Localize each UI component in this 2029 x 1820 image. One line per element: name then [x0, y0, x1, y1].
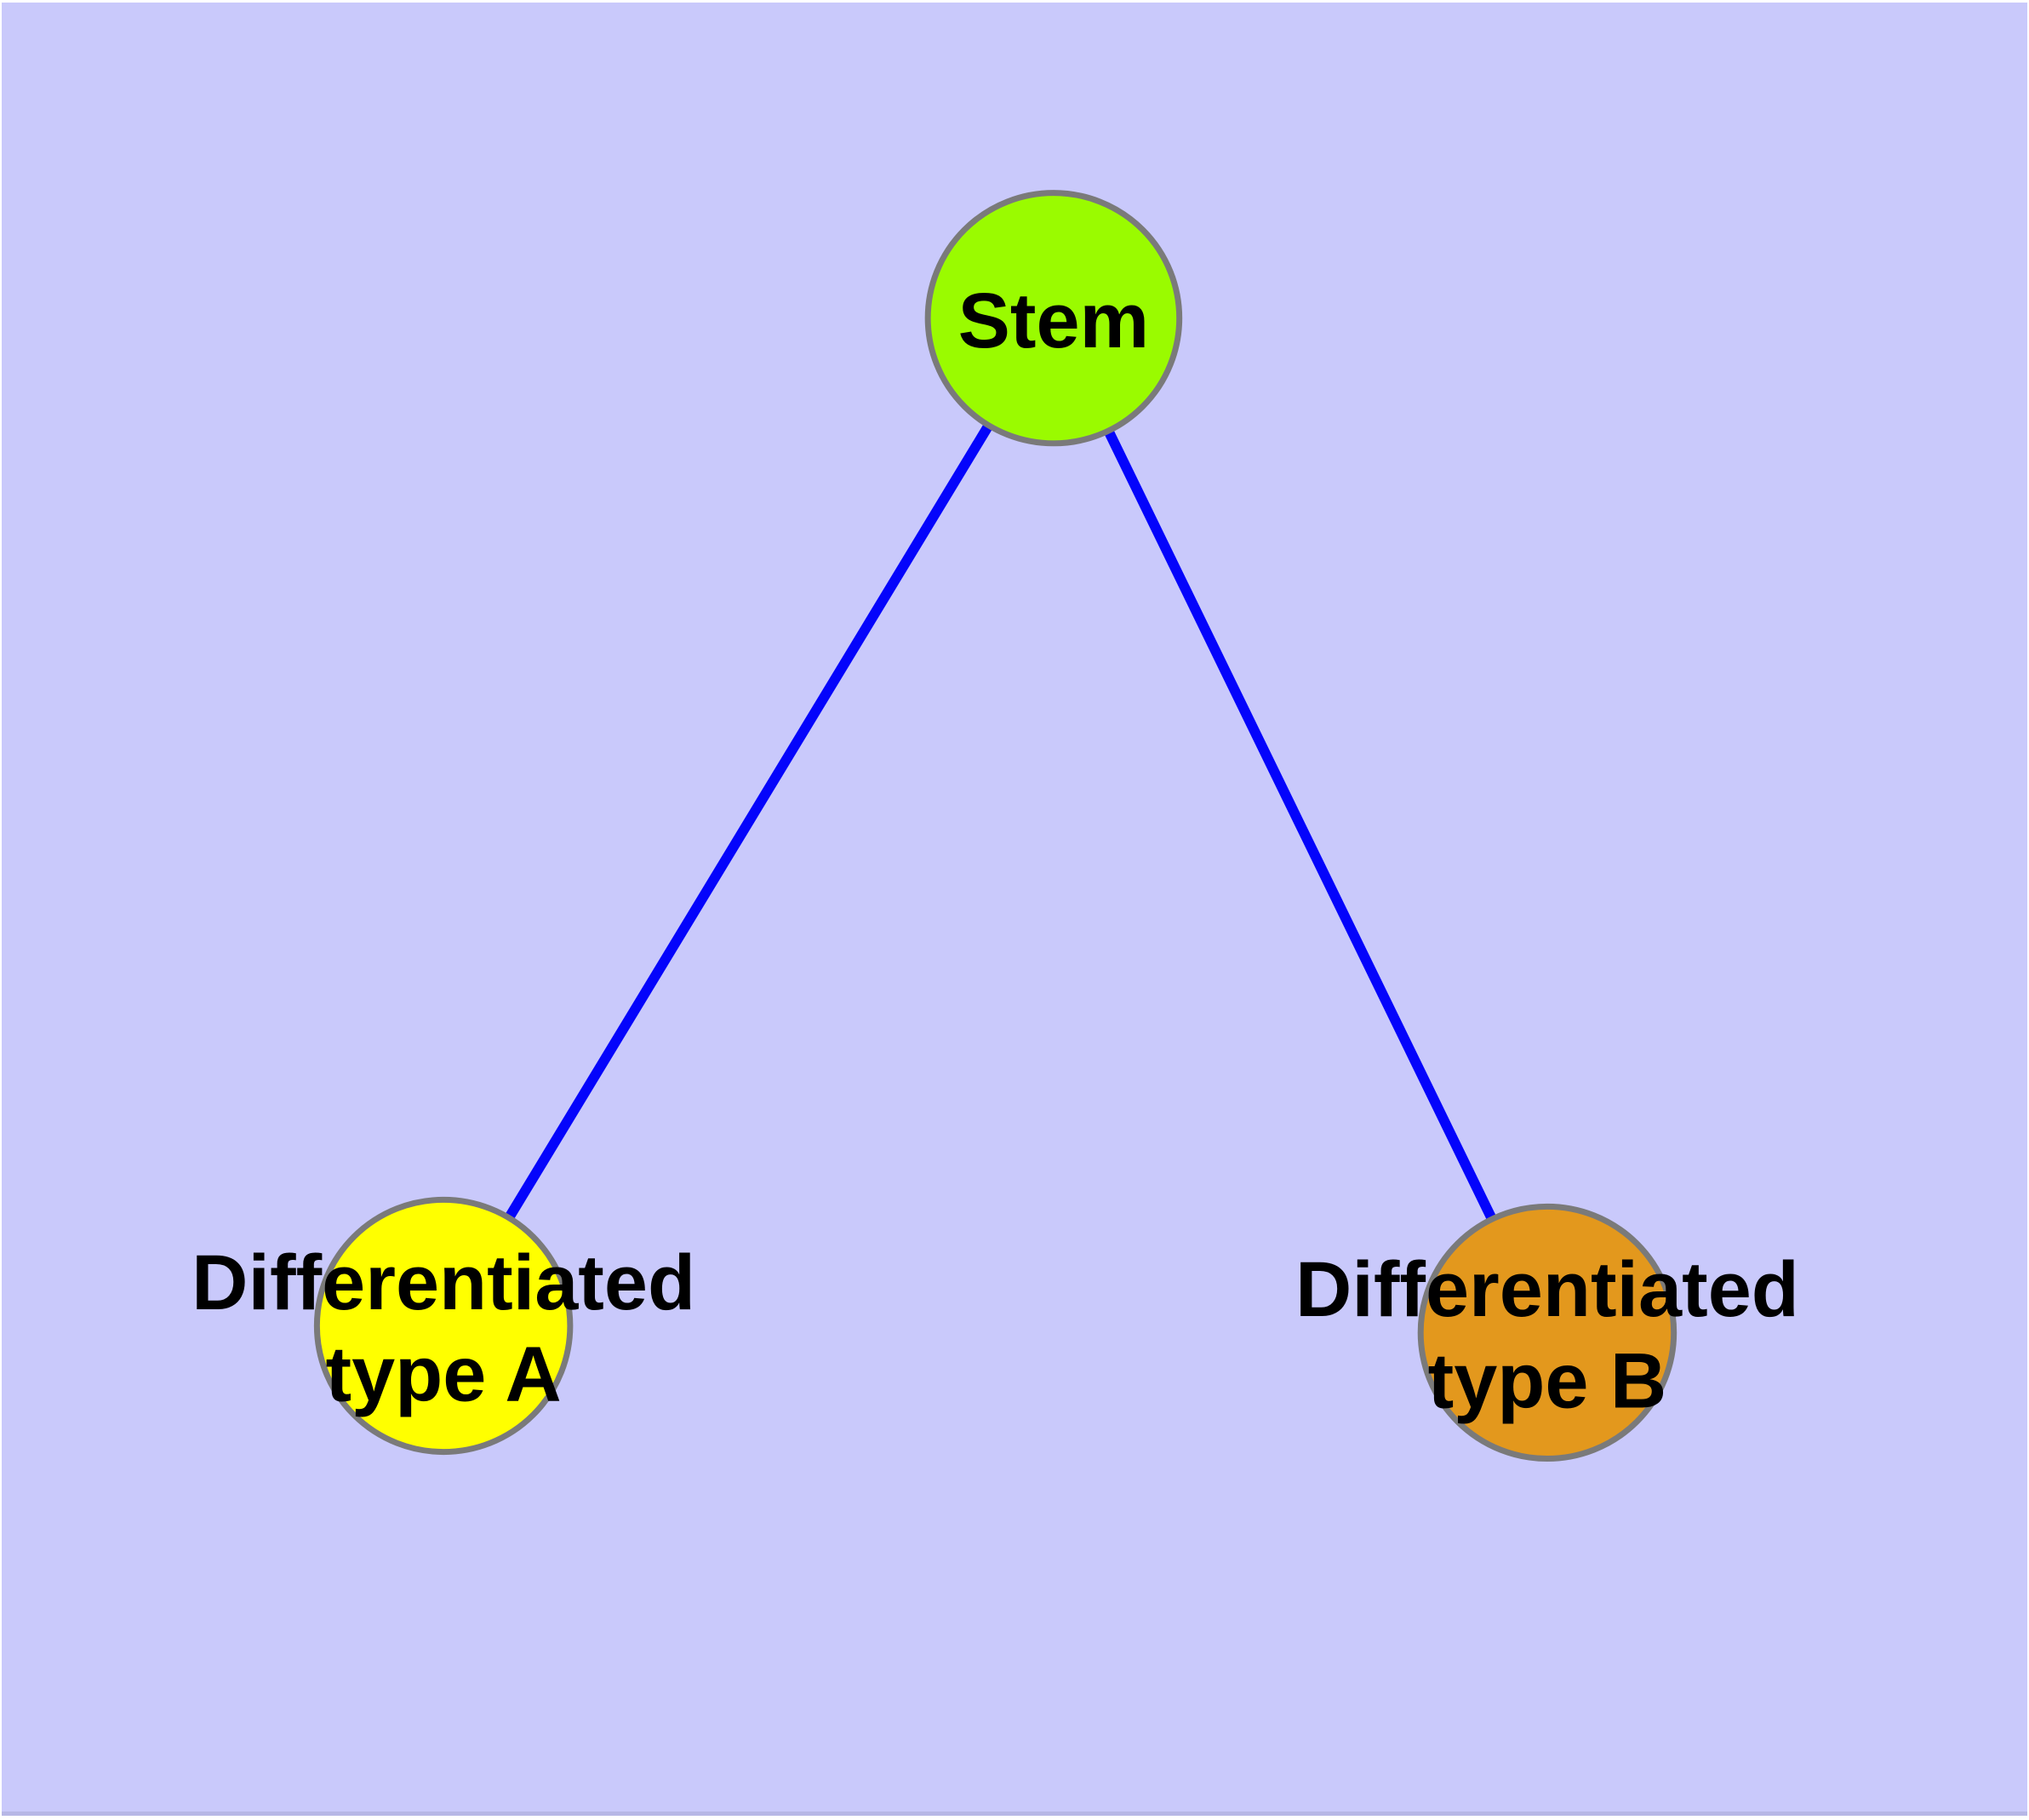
node-diff-a-label-line-1: Differentiated: [191, 1239, 695, 1326]
node-diff-a-label-line-2: type A: [326, 1331, 562, 1418]
node-diff-b-label-line-1: Differentiated: [1295, 1246, 1799, 1333]
edge-stem-diff-a: [438, 315, 1059, 1329]
node-diff-b-circle: [1417, 1203, 1677, 1462]
edge-stem-diff-b: [1049, 316, 1552, 1336]
node-diff-b-label-line-2: type B: [1428, 1338, 1667, 1425]
node-stem-label-line-1: Stem: [958, 278, 1150, 364]
node-stem: Stem: [924, 190, 1183, 447]
node-diff-a-circle: [313, 1196, 574, 1456]
node-stem-circle: [924, 190, 1183, 447]
